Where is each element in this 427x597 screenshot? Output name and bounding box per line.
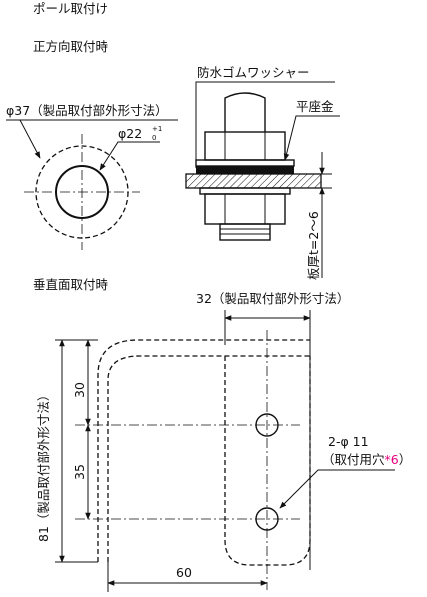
inner-diameter-tol-upper: +1 [152,125,162,133]
waterproof-washer-label: 防水ゴムワッシャー [197,65,310,80]
circle-view: φ37（製品取付部外形寸法） φ22 +1 0 [6,103,178,250]
inner-diameter-label: φ22 [118,126,142,141]
flat-washer-callout-line [283,115,340,161]
plate-thickness-label: 板厚t=2～6 [306,211,321,280]
width-dim-label: 32（製品取付部外形寸法） [196,291,349,306]
bolt-assembly: 防水ゴムワッシャー 平座金 板厚t=2～6 [185,65,340,280]
bracket-plate-outline [224,356,311,566]
inner-diameter-leader [99,141,160,171]
mounting-hole-lower [255,507,279,531]
hole-use-prefix: （取付用穴 [322,452,385,467]
bolt-top [224,92,266,132]
hole-use-label: （取付用穴*6） [322,452,411,467]
rubber-washer-shape [196,166,294,174]
dim-30-label: 30 [72,382,87,398]
hole-spec-label: 2-φ 11 [328,434,369,449]
mounting-hole-upper [255,413,279,437]
dim-35-label: 35 [72,464,87,480]
thread-end [219,223,271,241]
flat-washer-shape [195,159,295,167]
lower-washer [199,187,291,195]
outer-diameter-arrow [19,119,41,159]
hole-use-suffix: ） [399,452,412,467]
upper-nut [204,131,286,161]
vertical-mount-title: 垂直面取付時 [33,277,109,292]
bracket-outer-outline [97,339,310,562]
hole-callout-leader [279,469,395,509]
pole-mount-title: ポール取付け [33,1,108,16]
hole-use-ref: *6 [385,452,399,467]
bracket-inner-outline [107,355,310,562]
lower-nut [204,193,286,225]
dim-60-label: 60 [176,565,192,580]
height-dim-label: 81（製品取付部外形寸法） [36,389,51,542]
frontal-mount-title: 正方向取付時 [33,39,109,54]
washer-callout-line [195,81,335,168]
inner-diameter-tol-lower: 0 [152,134,156,142]
outer-diameter-label: φ37（製品取付部外形寸法） [6,103,168,118]
mounting-plate [185,173,322,189]
vertical-bracket-view: 32（製品取付部外形寸法） 81（製品取付部外形寸法） 30 35 60 2-φ… [36,291,411,592]
flat-washer-label: 平座金 [296,99,334,114]
